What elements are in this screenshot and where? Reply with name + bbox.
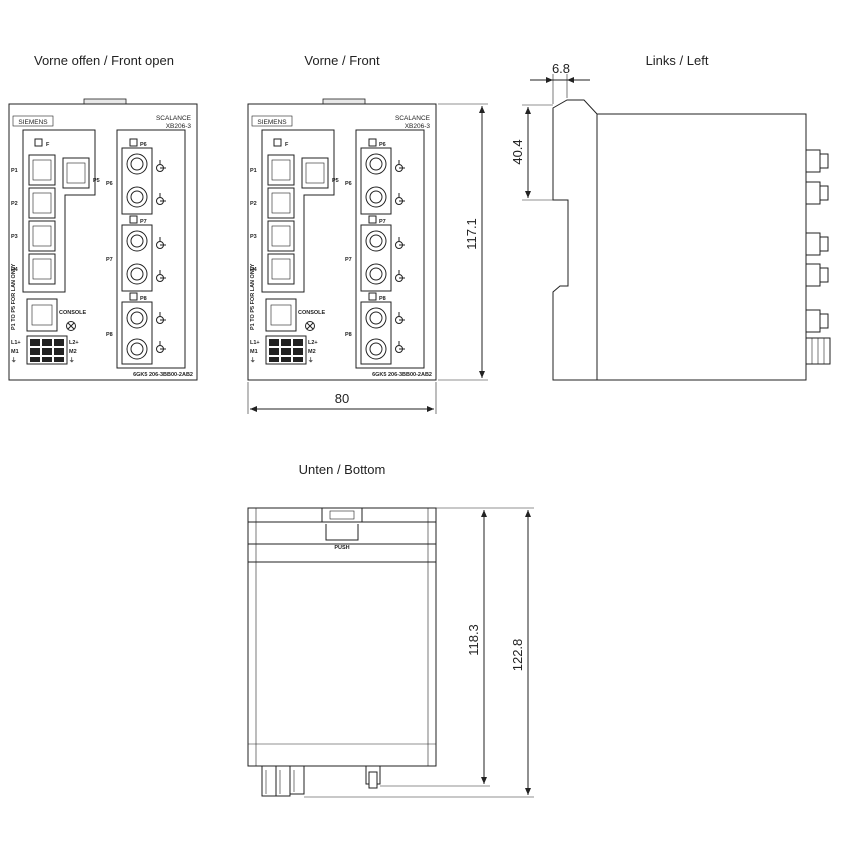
left-side-view: 6.8 40.4 [510,61,831,381]
rj45-port-stack [28,154,56,285]
port-p2-label: P2 [11,201,18,207]
brand-box [251,115,293,127]
bottom-total-label: 122.8 [510,639,525,672]
fiber-panel [355,129,425,369]
fiber-p7-label: P7 [106,257,113,263]
fiber-group-p8 [121,292,166,365]
side-housing [552,99,807,381]
fiber-p7-label: P7 [345,257,352,263]
height-dimension-label: 117.1 [464,218,479,250]
fiber-group-p6 [360,138,405,215]
width-dimension [247,382,437,414]
bottom-depth-label: 118.3 [466,624,481,656]
offset-dimension-label: 6.8 [552,61,570,76]
order-number: 6GK5 206-3BB00-2AB2 [372,372,432,378]
bottom-depth-dimension [380,507,490,787]
model-line1: SCALANCE [395,115,431,122]
power-m2-label: M2 [308,349,316,355]
fiber-p8-label: P8 [106,332,113,338]
power-m1-label: M1 [11,349,19,355]
port-p4-label: P4 [250,267,258,273]
rail-dimension [522,104,553,201]
power-l1-label: L1+ [11,340,21,346]
port-p2-label: P2 [250,201,257,207]
brand-box [12,115,54,127]
push-label: PUSH [334,545,349,551]
reset-button-icon [66,321,76,331]
order-number: 6GK5 206-3BB00-2AB2 [133,372,193,378]
fiber-group-p6 [121,138,166,215]
fiber-p6-led-label: P6 [379,142,386,148]
push-latch [321,507,363,541]
power-m2-label: M2 [69,349,77,355]
port-p5-label: P5 [332,178,339,184]
power-ground-left-label: ⏚ [250,357,256,364]
reset-button-icon [305,321,315,331]
port-p3-label: P3 [250,234,257,240]
front-open-view: SIEMENS SCALANCE XB206-3 F P1 P2 P3 P4 P… [8,98,198,381]
port-p3-label: P3 [11,234,18,240]
power-l1-label: L1+ [250,340,260,346]
port-p1-label: P1 [11,168,18,174]
power-terminal [265,335,307,365]
console-label: CONSOLE [298,310,326,316]
port-p1-label: P1 [250,168,257,174]
front-view: SIEMENS SCALANCE XB206-3 F P1 P2 P3 P4 P… [247,98,488,414]
fiber-p7-led-label: P7 [379,219,386,225]
bottom-title: Unten / Bottom [299,462,386,477]
side-connectors [805,149,831,365]
fiber-p8-led-label: P8 [140,296,147,302]
width-dimension-label: 80 [335,391,349,406]
fiber-group-p7 [360,215,405,292]
front-title: Vorne / Front [304,53,380,68]
power-m1-label: M1 [250,349,258,355]
port-panel [22,129,96,293]
side-text: P1 TO P5 FOR LAN ONLY [11,263,17,330]
left-title: Links / Left [646,53,709,68]
power-l2-label: L2+ [308,340,318,346]
fiber-group-p7 [121,215,166,292]
fiber-p8-led-label: P8 [379,296,386,302]
rj45-port-stack [267,154,295,285]
brand-label: SIEMENS [18,119,48,126]
port-p5-label: P5 [93,178,100,184]
side-text: P1 TO P5 FOR LAN ONLY [250,263,256,330]
led-f [34,138,43,147]
power-ground-right-label: ⏚ [69,357,75,364]
model-line2: XB206-3 [405,123,431,130]
fiber-p6-led-label: P6 [140,142,147,148]
fiber-p6-label: P6 [345,181,352,187]
console-port [265,298,297,332]
power-ground-right-label: ⏚ [308,357,314,364]
fiber-p6-label: P6 [106,181,113,187]
console-label: CONSOLE [59,310,87,316]
led-f [273,138,282,147]
rail-dimension-label: 40.4 [510,139,525,164]
height-dimension [438,103,488,381]
fiber-p8-label: P8 [345,332,352,338]
bottom-total-dimension [304,507,534,798]
power-l2-label: L2+ [69,340,79,346]
fiber-group-p8 [360,292,405,365]
fiber-panel [116,129,186,369]
model-line2: XB206-3 [166,123,192,130]
port-p4-label: P4 [11,267,19,273]
led-f-label: F [46,142,50,148]
offset-dimension [530,74,590,104]
led-f-label: F [285,142,289,148]
brand-label: SIEMENS [257,119,287,126]
power-terminal [26,335,68,365]
power-ground-left-label: ⏚ [11,357,17,364]
fiber-p7-led-label: P7 [140,219,147,225]
model-line1: SCALANCE [156,115,192,122]
console-port [26,298,58,332]
front-open-title: Vorne offen / Front open [34,53,174,68]
bottom-view: PUSH 118.3 122.8 [247,507,534,798]
bottom-connectors [261,765,381,797]
port-panel [261,129,335,293]
